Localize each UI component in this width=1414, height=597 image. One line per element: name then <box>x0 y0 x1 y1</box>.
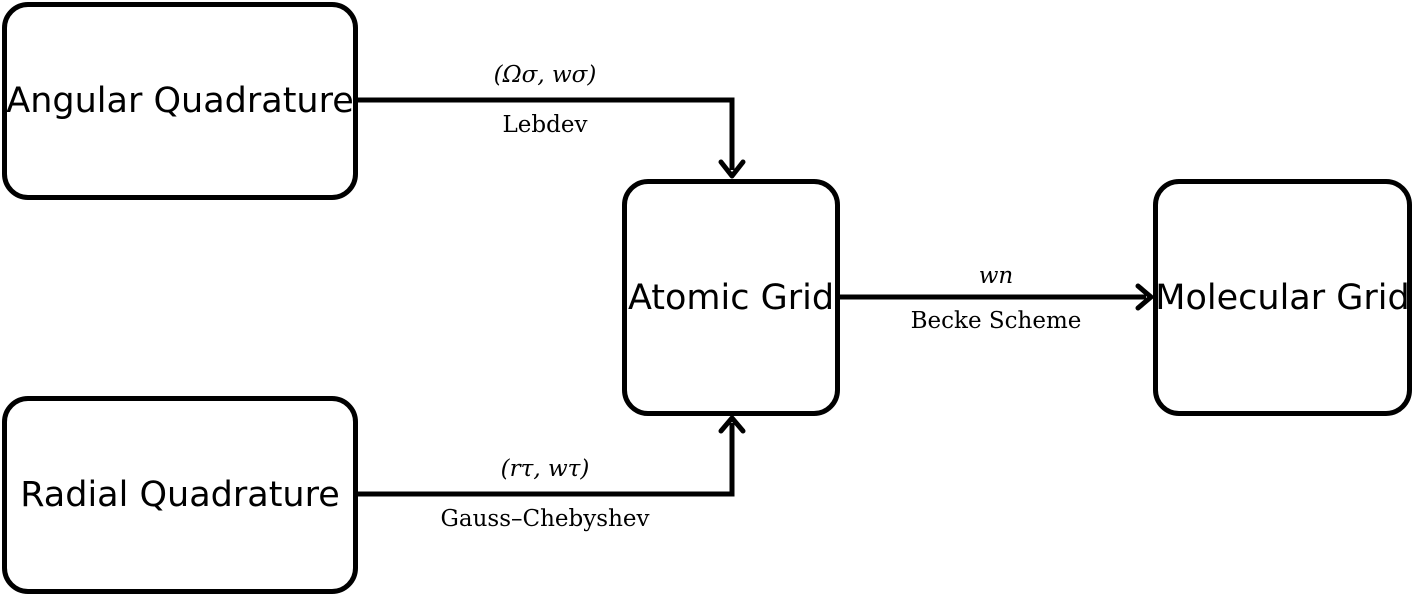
radial-edge-method-label: Gauss–Chebyshev <box>440 506 650 532</box>
angular-edge-math-label: (Ωσ, wσ) <box>493 62 597 88</box>
angular-quadrature-node: Angular Quadrature <box>2 2 358 200</box>
angular-edge-method-label: Lebdev <box>502 112 588 138</box>
atomic-edge-math-label: wn <box>978 263 1014 289</box>
arrowhead-atomic-to-molecular <box>1135 283 1154 311</box>
radial-quadrature-label: Radial Quadrature <box>20 475 340 515</box>
angular-quadrature-label: Angular Quadrature <box>6 81 354 121</box>
arrow-angular-to-atomic <box>358 97 735 170</box>
molecular-grid-label: Molecular Grid <box>1155 277 1410 318</box>
arrowhead-radial-to-atomic <box>718 415 746 434</box>
molecular-grid-node: Molecular Grid <box>1153 179 1412 416</box>
radial-edge-math-label: (rτ, wτ) <box>500 456 590 482</box>
arrow-radial-to-atomic <box>358 423 735 497</box>
radial-quadrature-node: Radial Quadrature <box>2 396 358 594</box>
atomic-grid-node: Atomic Grid <box>622 179 840 416</box>
atomic-grid-label: Atomic Grid <box>627 277 835 318</box>
atomic-edge-method-label: Becke Scheme <box>910 308 1082 334</box>
arrowhead-angular-to-atomic <box>718 159 746 179</box>
